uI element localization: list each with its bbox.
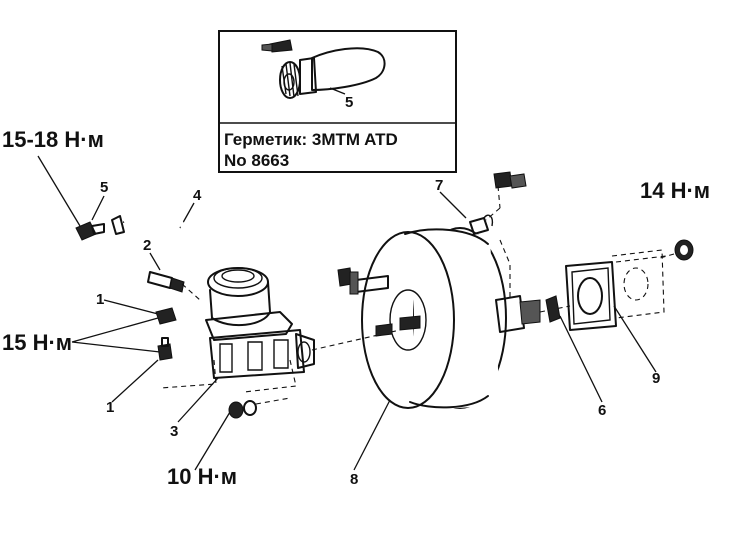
fitting-1-lower (157, 337, 173, 361)
sealant-inset: 5 Герметик: 3MTM ATD No 8663 (218, 30, 457, 173)
sealant-label-line2: No 8663 (224, 151, 289, 170)
callout-2: 2 (143, 237, 151, 254)
hose-4 (111, 211, 353, 287)
brake-booster-8 (349, 227, 571, 409)
torque-14: 14 Н·м (640, 178, 710, 203)
master-cylinder-3 (159, 267, 401, 393)
pin-6 (545, 295, 561, 323)
callout-6: 6 (598, 402, 606, 419)
nuts-10 (228, 397, 291, 419)
callout-3: 3 (170, 423, 178, 440)
sealant-tube-icon (261, 39, 293, 53)
callout-1-lower: 1 (106, 399, 114, 416)
sealant-label-line1: Герметик: 3MTM ATD (224, 130, 398, 149)
bolt-5 (75, 221, 105, 241)
check-valve-7 (469, 171, 527, 235)
callout-5: 5 (100, 179, 108, 196)
callout-7: 7 (435, 177, 443, 194)
inset-part-label: 5 (345, 94, 353, 111)
gasket-9 (565, 249, 667, 331)
hose-union-icon (279, 47, 386, 99)
callout-9: 9 (652, 370, 660, 387)
callout-8: 8 (350, 471, 358, 488)
callout-4: 4 (193, 187, 202, 204)
leader-lines (37, 155, 657, 471)
torque-10: 10 Н·м (167, 464, 237, 489)
bolt-2 (147, 271, 185, 293)
callout-1-upper: 1 (96, 291, 104, 308)
nut-14 (659, 239, 694, 261)
fitting-1-upper (155, 307, 177, 325)
torque-15: 15 Н·м (2, 330, 72, 355)
torque-15-18: 15-18 Н·м (2, 127, 104, 152)
